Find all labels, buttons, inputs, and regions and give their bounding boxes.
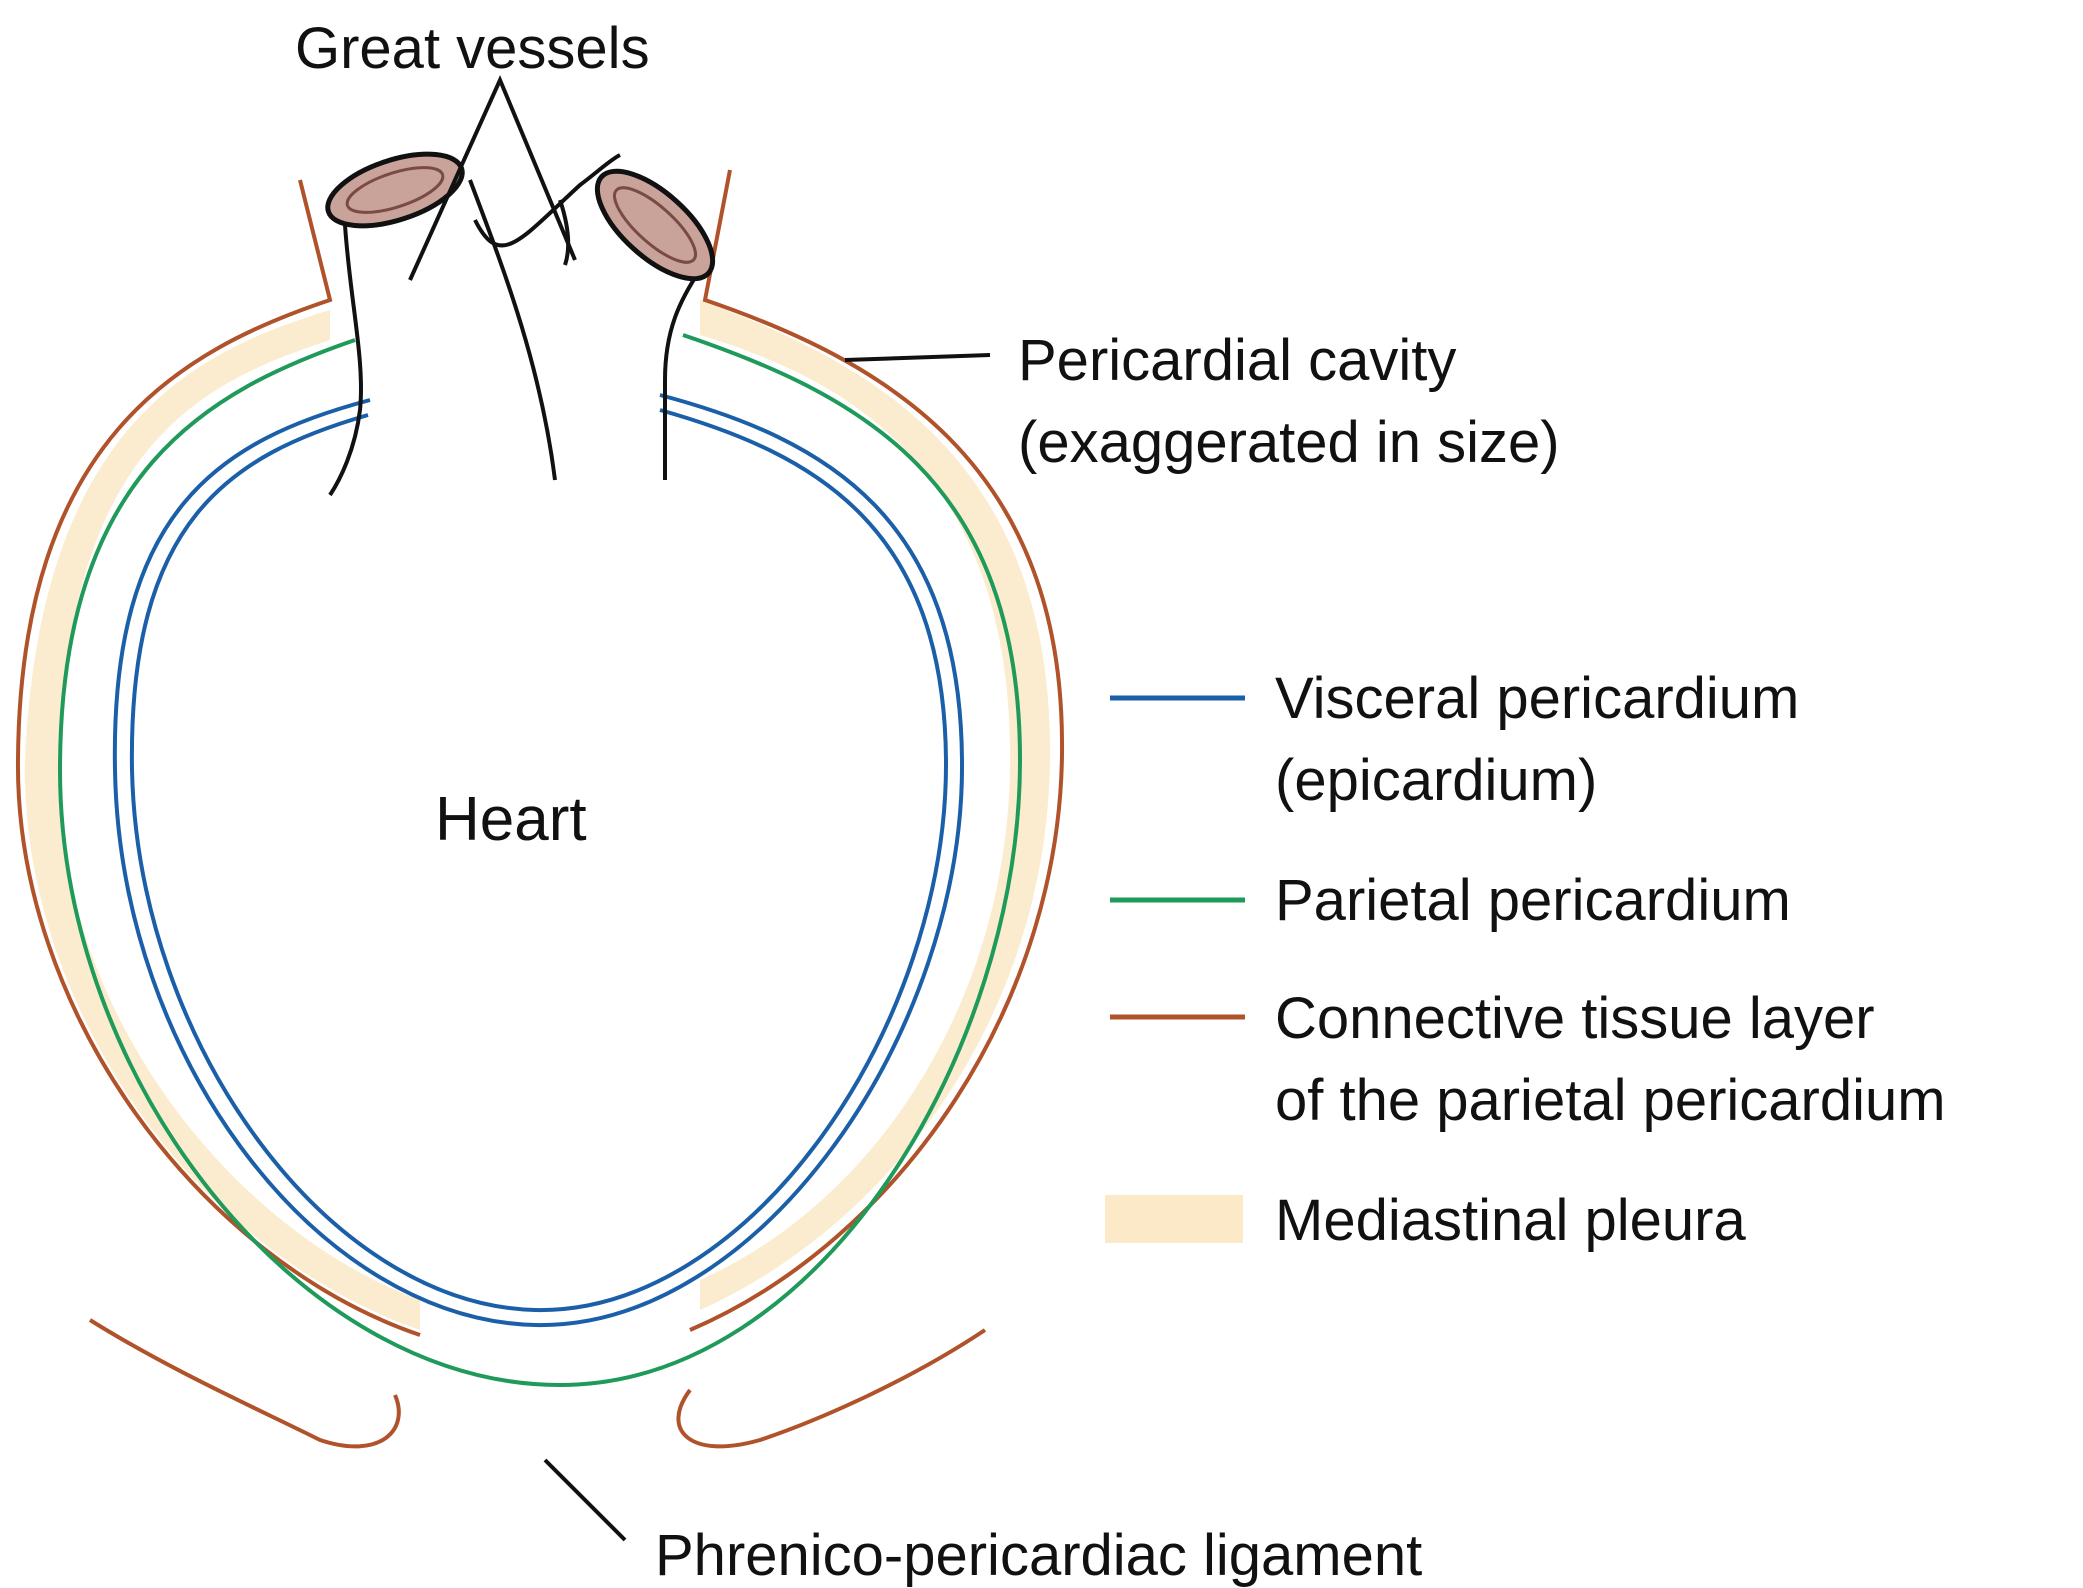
vessel-cut-right [580, 153, 730, 297]
legend [1105, 698, 1245, 1243]
phrenico-label: Phrenico-pericardiac ligament [655, 1523, 1422, 1588]
vessel-cut-left [319, 140, 471, 240]
great-vessel-cut-ends [319, 140, 730, 297]
pericardial-cavity-label-1: Pericardial cavity [1018, 328, 1456, 393]
parietal-pericardium-line [60, 335, 1020, 1385]
legend-label-visceral-2: (epicardium) [1275, 748, 1597, 813]
legend-swatch-pleura [1105, 1195, 1243, 1243]
legend-label-pleura: Mediastinal pleura [1275, 1188, 1746, 1253]
pericardial-cavity-leader [845, 355, 990, 360]
legend-label-visceral-1: Visceral pericardium [1275, 666, 1799, 731]
great-vessels-label: Great vessels [295, 16, 650, 81]
legend-label-connective-2: of the parietal pericardium [1275, 1068, 1946, 1133]
pleural-reflection-right [678, 1330, 985, 1446]
heart-label: Heart [435, 785, 587, 854]
legend-label-parietal: Parietal pericardium [1275, 868, 1791, 933]
phrenico-leader [545, 1460, 625, 1540]
pleural-reflection-left [90, 1320, 399, 1446]
pericardial-cavity-label-2: (exaggerated in size) [1018, 410, 1560, 475]
legend-label-connective-1: Connective tissue layer [1275, 986, 1875, 1051]
